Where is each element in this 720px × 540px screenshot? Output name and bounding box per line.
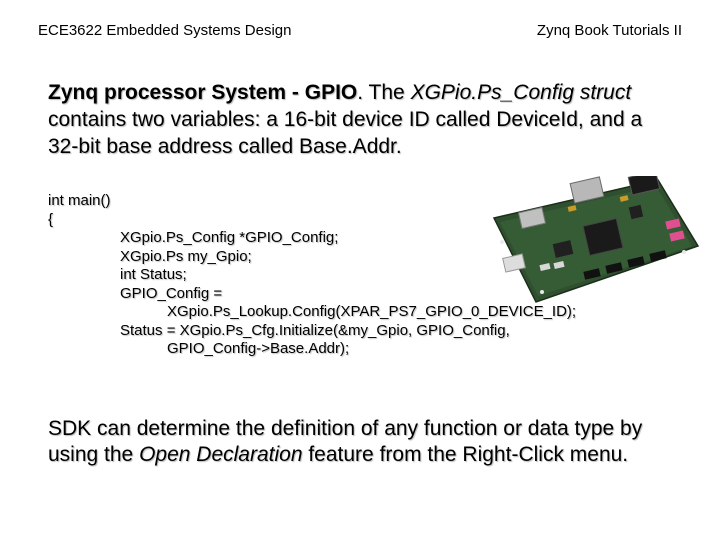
- lead-paragraph: Zynq processor System - GPIO. The XGPio.…: [48, 79, 678, 160]
- header-tutorial-title: Zynq Book Tutorials II: [536, 22, 682, 39]
- code-line-config-assign: GPIO_Config =: [120, 284, 223, 302]
- code-block: int main() { XGpio.Ps_Config *GPIO_Confi…: [48, 192, 576, 359]
- closing-text-start: SDK can determine the definition of any …: [48, 417, 643, 466]
- closing-text-end: feature from the Right-Click menu.: [302, 443, 629, 466]
- lead-italic-struct-name: XGPio.Ps_Config: [410, 81, 574, 104]
- code-line-open-brace: {: [48, 210, 54, 228]
- code-line-config-decl: XGpio.Ps_Config *GPIO_Config;: [120, 229, 339, 246]
- code-line-status-decl: int Status;: [120, 266, 187, 283]
- code-line-lookup-config: XGpio.Ps_Lookup.Config(XPAR_PS7_GPIO_0_D…: [167, 303, 577, 320]
- header-course-title: ECE3622 Embedded Systems Design: [38, 22, 292, 39]
- lead-bold-heading: Zynq processor System - GPIO: [48, 81, 358, 104]
- lead-rest: contains two variables: a 16-bit device …: [48, 108, 643, 158]
- lead-italic-struct: struct: [579, 81, 632, 104]
- closing-italic-open-declaration: Open Declaration: [139, 443, 303, 466]
- code-line-gpio-decl: XGpio.Ps my_Gpio;: [120, 247, 252, 265]
- code-line-cfg-initialize: Status = XGpio.Ps_Cfg.Initialize(&my_Gpi…: [120, 321, 510, 339]
- zybo-board-photo: [492, 176, 700, 303]
- closing-paragraph: SDK can determine the definition of any …: [48, 416, 688, 468]
- code-line-main: int main(): [48, 192, 111, 209]
- lead-separator: . The: [357, 81, 411, 104]
- code-line-base-addr: GPIO_Config->Base.Addr);: [167, 340, 350, 357]
